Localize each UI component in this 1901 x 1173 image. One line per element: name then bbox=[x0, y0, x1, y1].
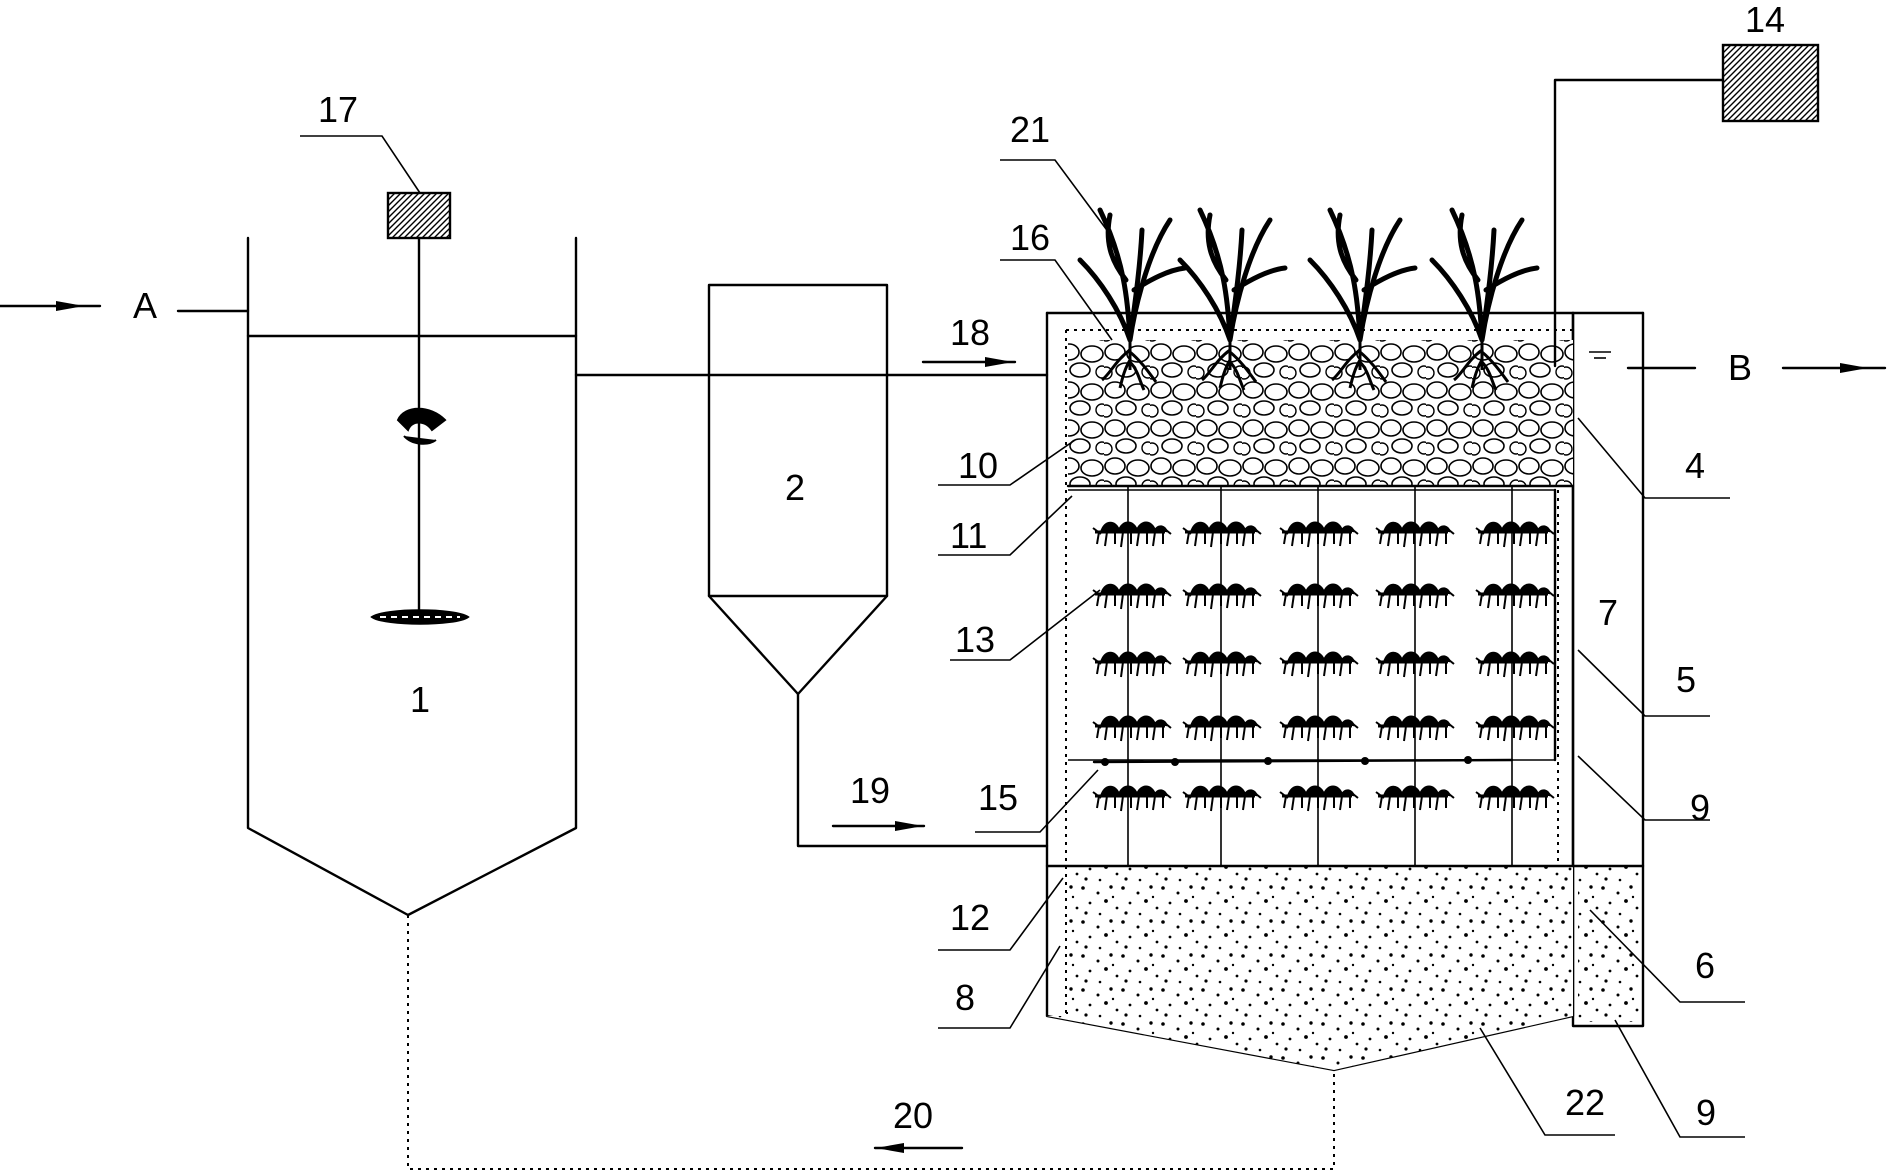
label-17: 17 bbox=[318, 89, 358, 130]
label-9a: 9 bbox=[1690, 787, 1710, 828]
inlet-arrow-a bbox=[0, 301, 102, 311]
aeration-pipe bbox=[1092, 756, 1514, 766]
label-6: 6 bbox=[1695, 945, 1715, 986]
label-10: 10 bbox=[958, 445, 998, 486]
outlet-sand bbox=[1578, 866, 1640, 1022]
label-13: 13 bbox=[955, 619, 995, 660]
label-outlet-b: B bbox=[1728, 347, 1752, 388]
reactor-tank-1 bbox=[176, 236, 578, 917]
flow-arrow-20 bbox=[873, 1143, 964, 1153]
label-18: 18 bbox=[950, 312, 990, 353]
air-line bbox=[1553, 78, 1725, 762]
label-8: 8 bbox=[955, 977, 975, 1018]
label-16: 16 bbox=[1010, 217, 1050, 258]
flow-arrow-18 bbox=[921, 357, 1017, 367]
water-level-mark bbox=[1589, 351, 1611, 359]
biofilm-carrier-icon bbox=[1091, 521, 1556, 813]
label-15: 15 bbox=[978, 777, 1018, 818]
support-rods bbox=[1127, 486, 1513, 866]
gravel-layer bbox=[1068, 340, 1573, 486]
label-9b: 9 bbox=[1696, 1092, 1716, 1133]
leader-lines bbox=[300, 135, 1745, 1138]
label-21: 21 bbox=[1010, 109, 1050, 150]
label-20: 20 bbox=[893, 1095, 933, 1136]
stirrer-impeller-icon bbox=[370, 236, 470, 625]
label-inlet-a: A bbox=[133, 285, 157, 326]
label-11: 11 bbox=[950, 515, 987, 556]
label-2: 2 bbox=[785, 467, 805, 508]
label-12: 12 bbox=[950, 897, 990, 938]
label-22: 22 bbox=[1565, 1082, 1605, 1123]
sand-funnel bbox=[1047, 1016, 1573, 1070]
flow-arrow-19 bbox=[831, 821, 926, 831]
label-1: 1 bbox=[410, 679, 430, 720]
settler-tank-2 bbox=[707, 283, 1049, 848]
label-4: 4 bbox=[1685, 445, 1705, 486]
label-14: 14 bbox=[1745, 0, 1785, 40]
label-7: 7 bbox=[1598, 592, 1618, 633]
outlet-arrow-b bbox=[1781, 363, 1887, 373]
motor-icon bbox=[386, 191, 452, 240]
label-19: 19 bbox=[850, 770, 890, 811]
air-pump-icon bbox=[1721, 43, 1820, 123]
label-5: 5 bbox=[1676, 659, 1696, 700]
sand-layer bbox=[1068, 866, 1573, 1016]
